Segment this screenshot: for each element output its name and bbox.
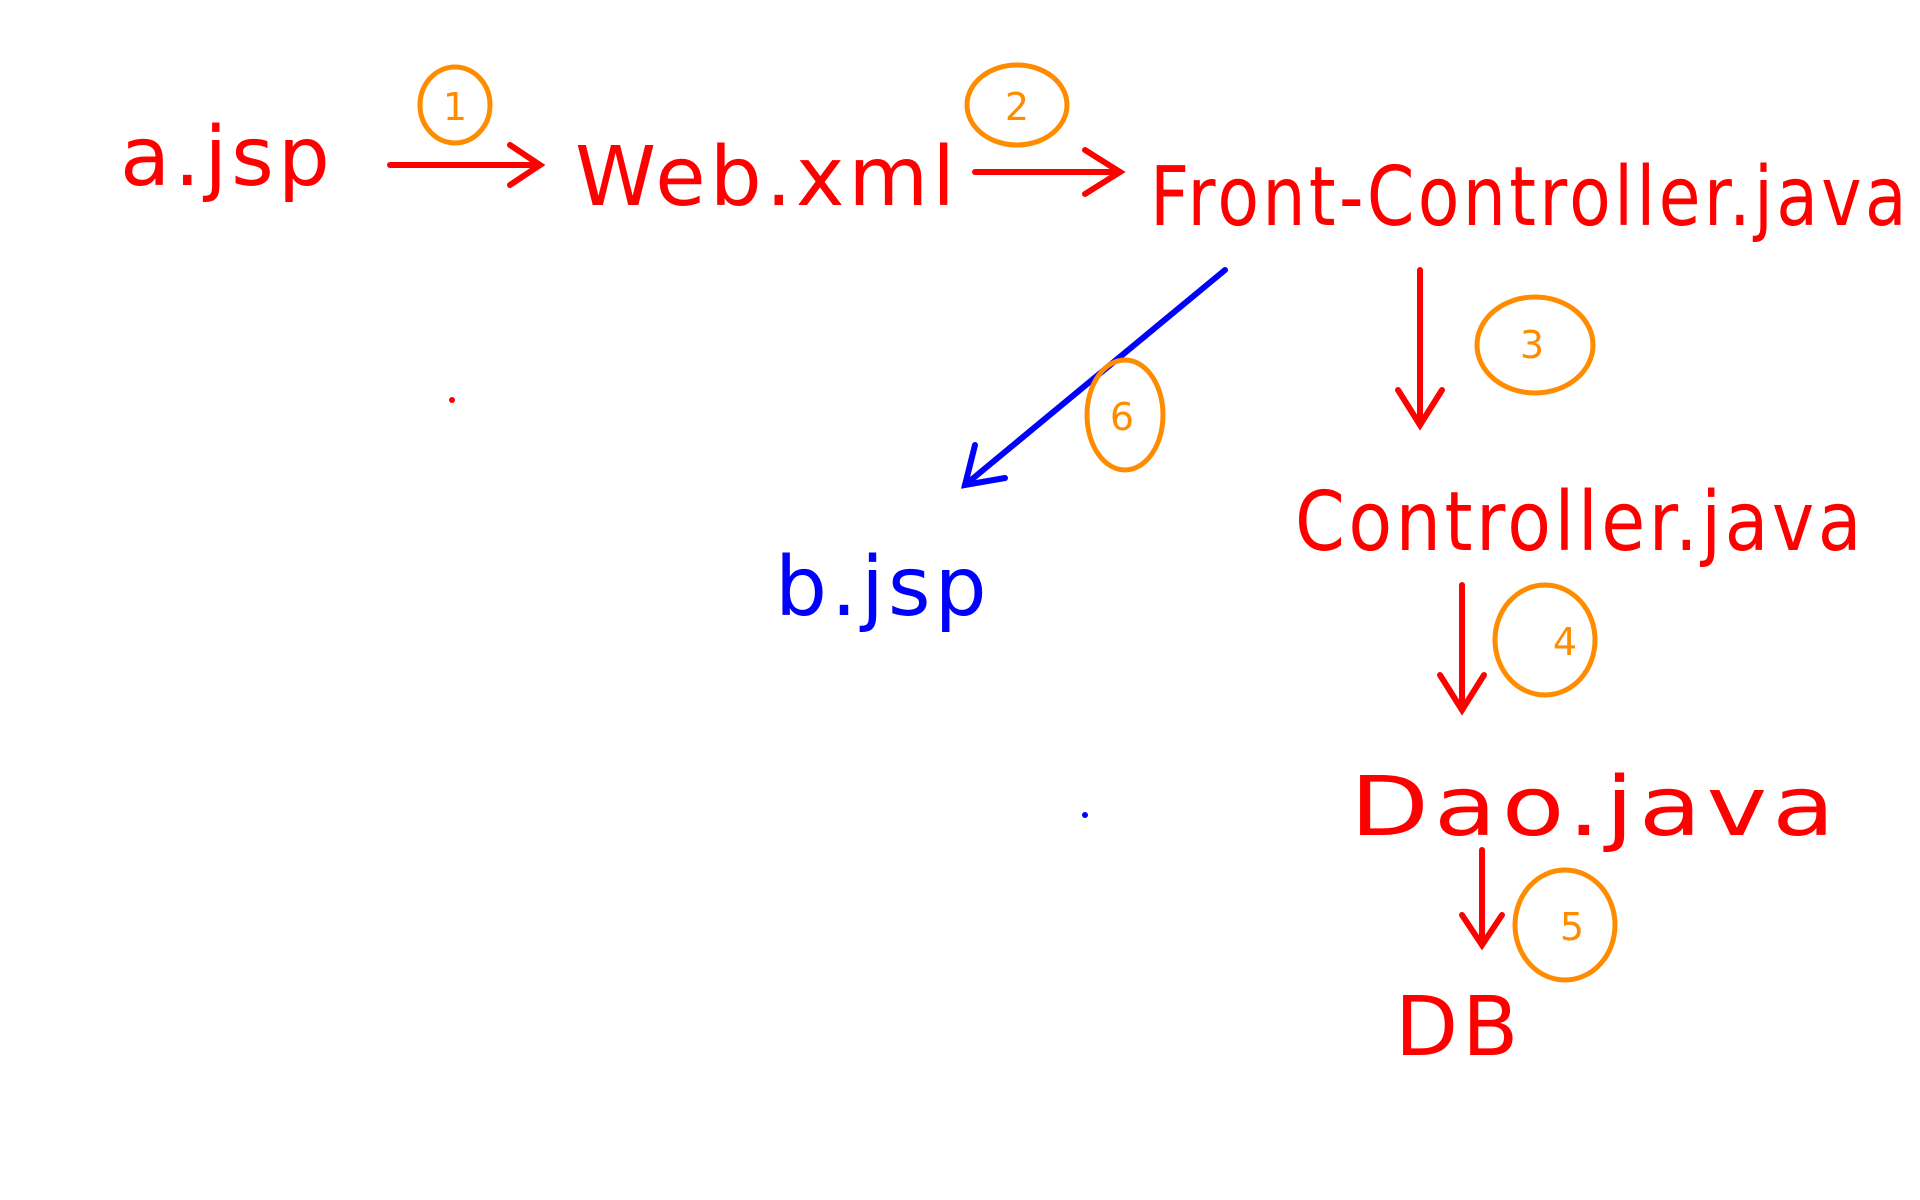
arrow-controller-to-dao xyxy=(1437,582,1487,716)
node-controller: Controller.java xyxy=(1295,475,1865,570)
stray-dot-blue xyxy=(1082,812,1088,818)
step-marker-6: 6 xyxy=(1084,357,1166,473)
step-marker-4: 4 xyxy=(1492,582,1598,698)
step-number-3: 3 xyxy=(1520,323,1544,367)
step-number-5: 5 xyxy=(1560,905,1584,949)
step-number-4: 4 xyxy=(1553,620,1577,664)
step-marker-3: 3 xyxy=(1474,294,1596,396)
node-dao: Dao.java xyxy=(1350,760,1840,855)
arrow-dao-to-db xyxy=(1459,847,1505,951)
arrow-front-to-controller xyxy=(1395,267,1445,431)
stray-dot-red xyxy=(449,397,455,403)
node-b-jsp: b.jsp xyxy=(775,540,991,635)
arrow-a-to-web xyxy=(387,142,546,188)
step-number-1: 1 xyxy=(443,85,467,129)
step-marker-1: 1 xyxy=(417,64,493,146)
node-web-xml: Web.xml xyxy=(575,130,959,225)
step-number-6: 6 xyxy=(1110,395,1134,439)
step-number-2: 2 xyxy=(1005,85,1029,129)
node-a-jsp: a.jsp xyxy=(120,110,334,205)
node-front-controller: Front-Controller.java xyxy=(1150,150,1910,245)
arrow-web-to-front xyxy=(972,147,1126,197)
step-marker-2: 2 xyxy=(964,62,1070,148)
node-db: DB xyxy=(1395,980,1522,1075)
step-marker-5: 5 xyxy=(1512,867,1618,983)
